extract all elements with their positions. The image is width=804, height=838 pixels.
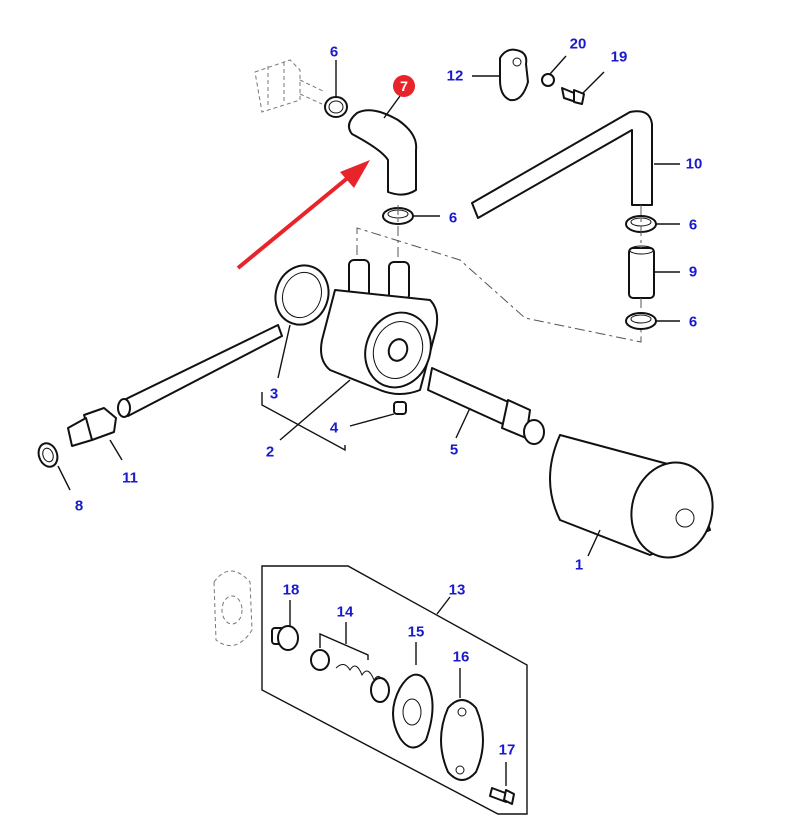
oil-pipe bbox=[123, 324, 283, 417]
callout-12: 12 bbox=[446, 67, 464, 85]
callout-11: 11 bbox=[122, 469, 138, 487]
bolt-17 bbox=[489, 762, 515, 805]
washer-8 bbox=[37, 442, 71, 491]
callout-3: 3 bbox=[269, 385, 279, 403]
callout-10: 10 bbox=[685, 155, 703, 173]
elbow-hose bbox=[347, 109, 418, 196]
gasket-ghost bbox=[213, 570, 253, 647]
union-fitting bbox=[67, 407, 123, 461]
callout-14: 14 bbox=[336, 603, 354, 621]
callout-6-right-top: 6 bbox=[688, 216, 698, 234]
hose-clamp-right-top bbox=[625, 215, 680, 233]
callout-2: 2 bbox=[265, 443, 275, 461]
gasket-15 bbox=[392, 642, 434, 749]
callout-5: 5 bbox=[449, 441, 459, 459]
oil-cooler-housing bbox=[279, 259, 439, 441]
pipe bbox=[471, 110, 653, 219]
threaded-connector bbox=[427, 367, 545, 445]
callout-19: 19 bbox=[610, 48, 628, 66]
callout-15: 15 bbox=[407, 623, 425, 641]
callout-8: 8 bbox=[74, 497, 84, 515]
clip bbox=[472, 48, 529, 102]
leader-7 bbox=[383, 95, 401, 119]
callout-6-right-bottom: 6 bbox=[688, 313, 698, 331]
bolt-19 bbox=[561, 71, 605, 105]
centerline-dashed bbox=[356, 227, 642, 343]
callout-17: 17 bbox=[498, 741, 516, 759]
highlight-arrow bbox=[236, 160, 370, 270]
bracket-2-3 bbox=[261, 392, 346, 452]
hose-clamp-top bbox=[324, 60, 348, 118]
plug-18 bbox=[271, 600, 299, 651]
plug-4 bbox=[349, 401, 407, 427]
valve-spring bbox=[310, 622, 390, 703]
engine-stub-ghost bbox=[254, 59, 326, 113]
callout-7-highlighted: 7 bbox=[393, 75, 415, 97]
callout-13: 13 bbox=[448, 581, 466, 599]
hose-clamp-mid bbox=[382, 207, 440, 225]
oil-filter bbox=[549, 434, 714, 559]
callout-16: 16 bbox=[452, 648, 470, 666]
seal-ring bbox=[274, 264, 330, 379]
washer-20 bbox=[541, 55, 567, 87]
hose-clamp-right-bottom bbox=[625, 312, 680, 330]
hose-sleeve bbox=[628, 245, 680, 299]
callout-18: 18 bbox=[282, 581, 300, 599]
callout-4: 4 bbox=[329, 419, 339, 437]
callout-1: 1 bbox=[574, 556, 584, 574]
callout-20: 20 bbox=[569, 35, 587, 53]
callout-9: 9 bbox=[688, 263, 698, 281]
callout-6-mid: 6 bbox=[448, 209, 458, 227]
callout-6-top: 6 bbox=[329, 43, 339, 61]
kit-outline bbox=[261, 565, 528, 815]
cover-plate bbox=[440, 668, 484, 781]
